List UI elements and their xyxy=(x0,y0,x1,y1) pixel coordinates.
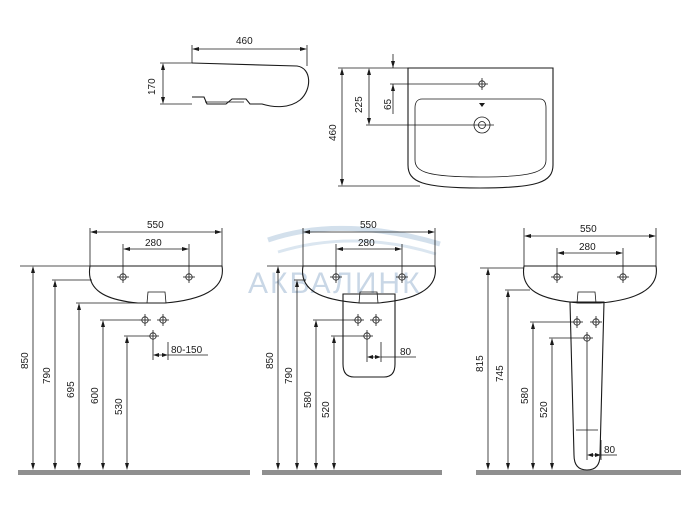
v2-holes-label: 280 xyxy=(358,238,375,249)
v3-waste-label: 520 xyxy=(539,401,550,418)
side-width-label: 460 xyxy=(236,36,253,47)
v2-waste-label: 520 xyxy=(321,401,332,418)
v2-offset-label: 80 xyxy=(400,347,412,358)
plan-depth-label: 460 xyxy=(328,124,339,141)
semi-pedestal-view: 550 280 850 790 580 520 80 xyxy=(262,220,442,475)
v1-waste-label: 530 xyxy=(114,398,125,415)
floor xyxy=(18,470,250,475)
v1-trap-label: 695 xyxy=(66,381,77,398)
v3-rim-label: 815 xyxy=(475,355,486,372)
wall-hung-view: 550 280 850 790 695 600 530 xyxy=(18,220,250,475)
v3-holes-label: 280 xyxy=(579,242,596,253)
v2-water-label: 580 xyxy=(303,391,314,408)
floor xyxy=(476,470,681,475)
v1-holes-label: 280 xyxy=(145,238,162,249)
v1-width-label: 550 xyxy=(147,220,164,231)
v2-base-label: 790 xyxy=(284,367,295,384)
v1-offset-label: 80-150 xyxy=(171,345,203,356)
v3-base-label: 745 xyxy=(495,365,506,382)
v3-water-label: 580 xyxy=(520,387,531,404)
side-height-label: 170 xyxy=(147,78,158,95)
v2-width-label: 550 xyxy=(360,220,377,231)
pedestal-view: 550 280 815 745 580 520 80 xyxy=(475,224,681,475)
v2-rim-label: 850 xyxy=(265,352,276,369)
plan-hole-label: 65 xyxy=(383,98,394,110)
plan-tap-label: 225 xyxy=(354,96,365,113)
v1-base-label: 790 xyxy=(42,367,53,384)
floor xyxy=(262,470,442,475)
v3-width-label: 550 xyxy=(580,224,597,235)
v1-water-label: 600 xyxy=(90,387,101,404)
side-view: 460 170 xyxy=(147,36,310,108)
drain-hole xyxy=(470,116,494,134)
plan-view: 460 225 65 xyxy=(328,54,554,189)
v3-offset-label: 80 xyxy=(604,445,616,456)
v1-rim-label: 850 xyxy=(20,352,31,369)
watermark: АКВАЛИНК xyxy=(248,225,441,300)
